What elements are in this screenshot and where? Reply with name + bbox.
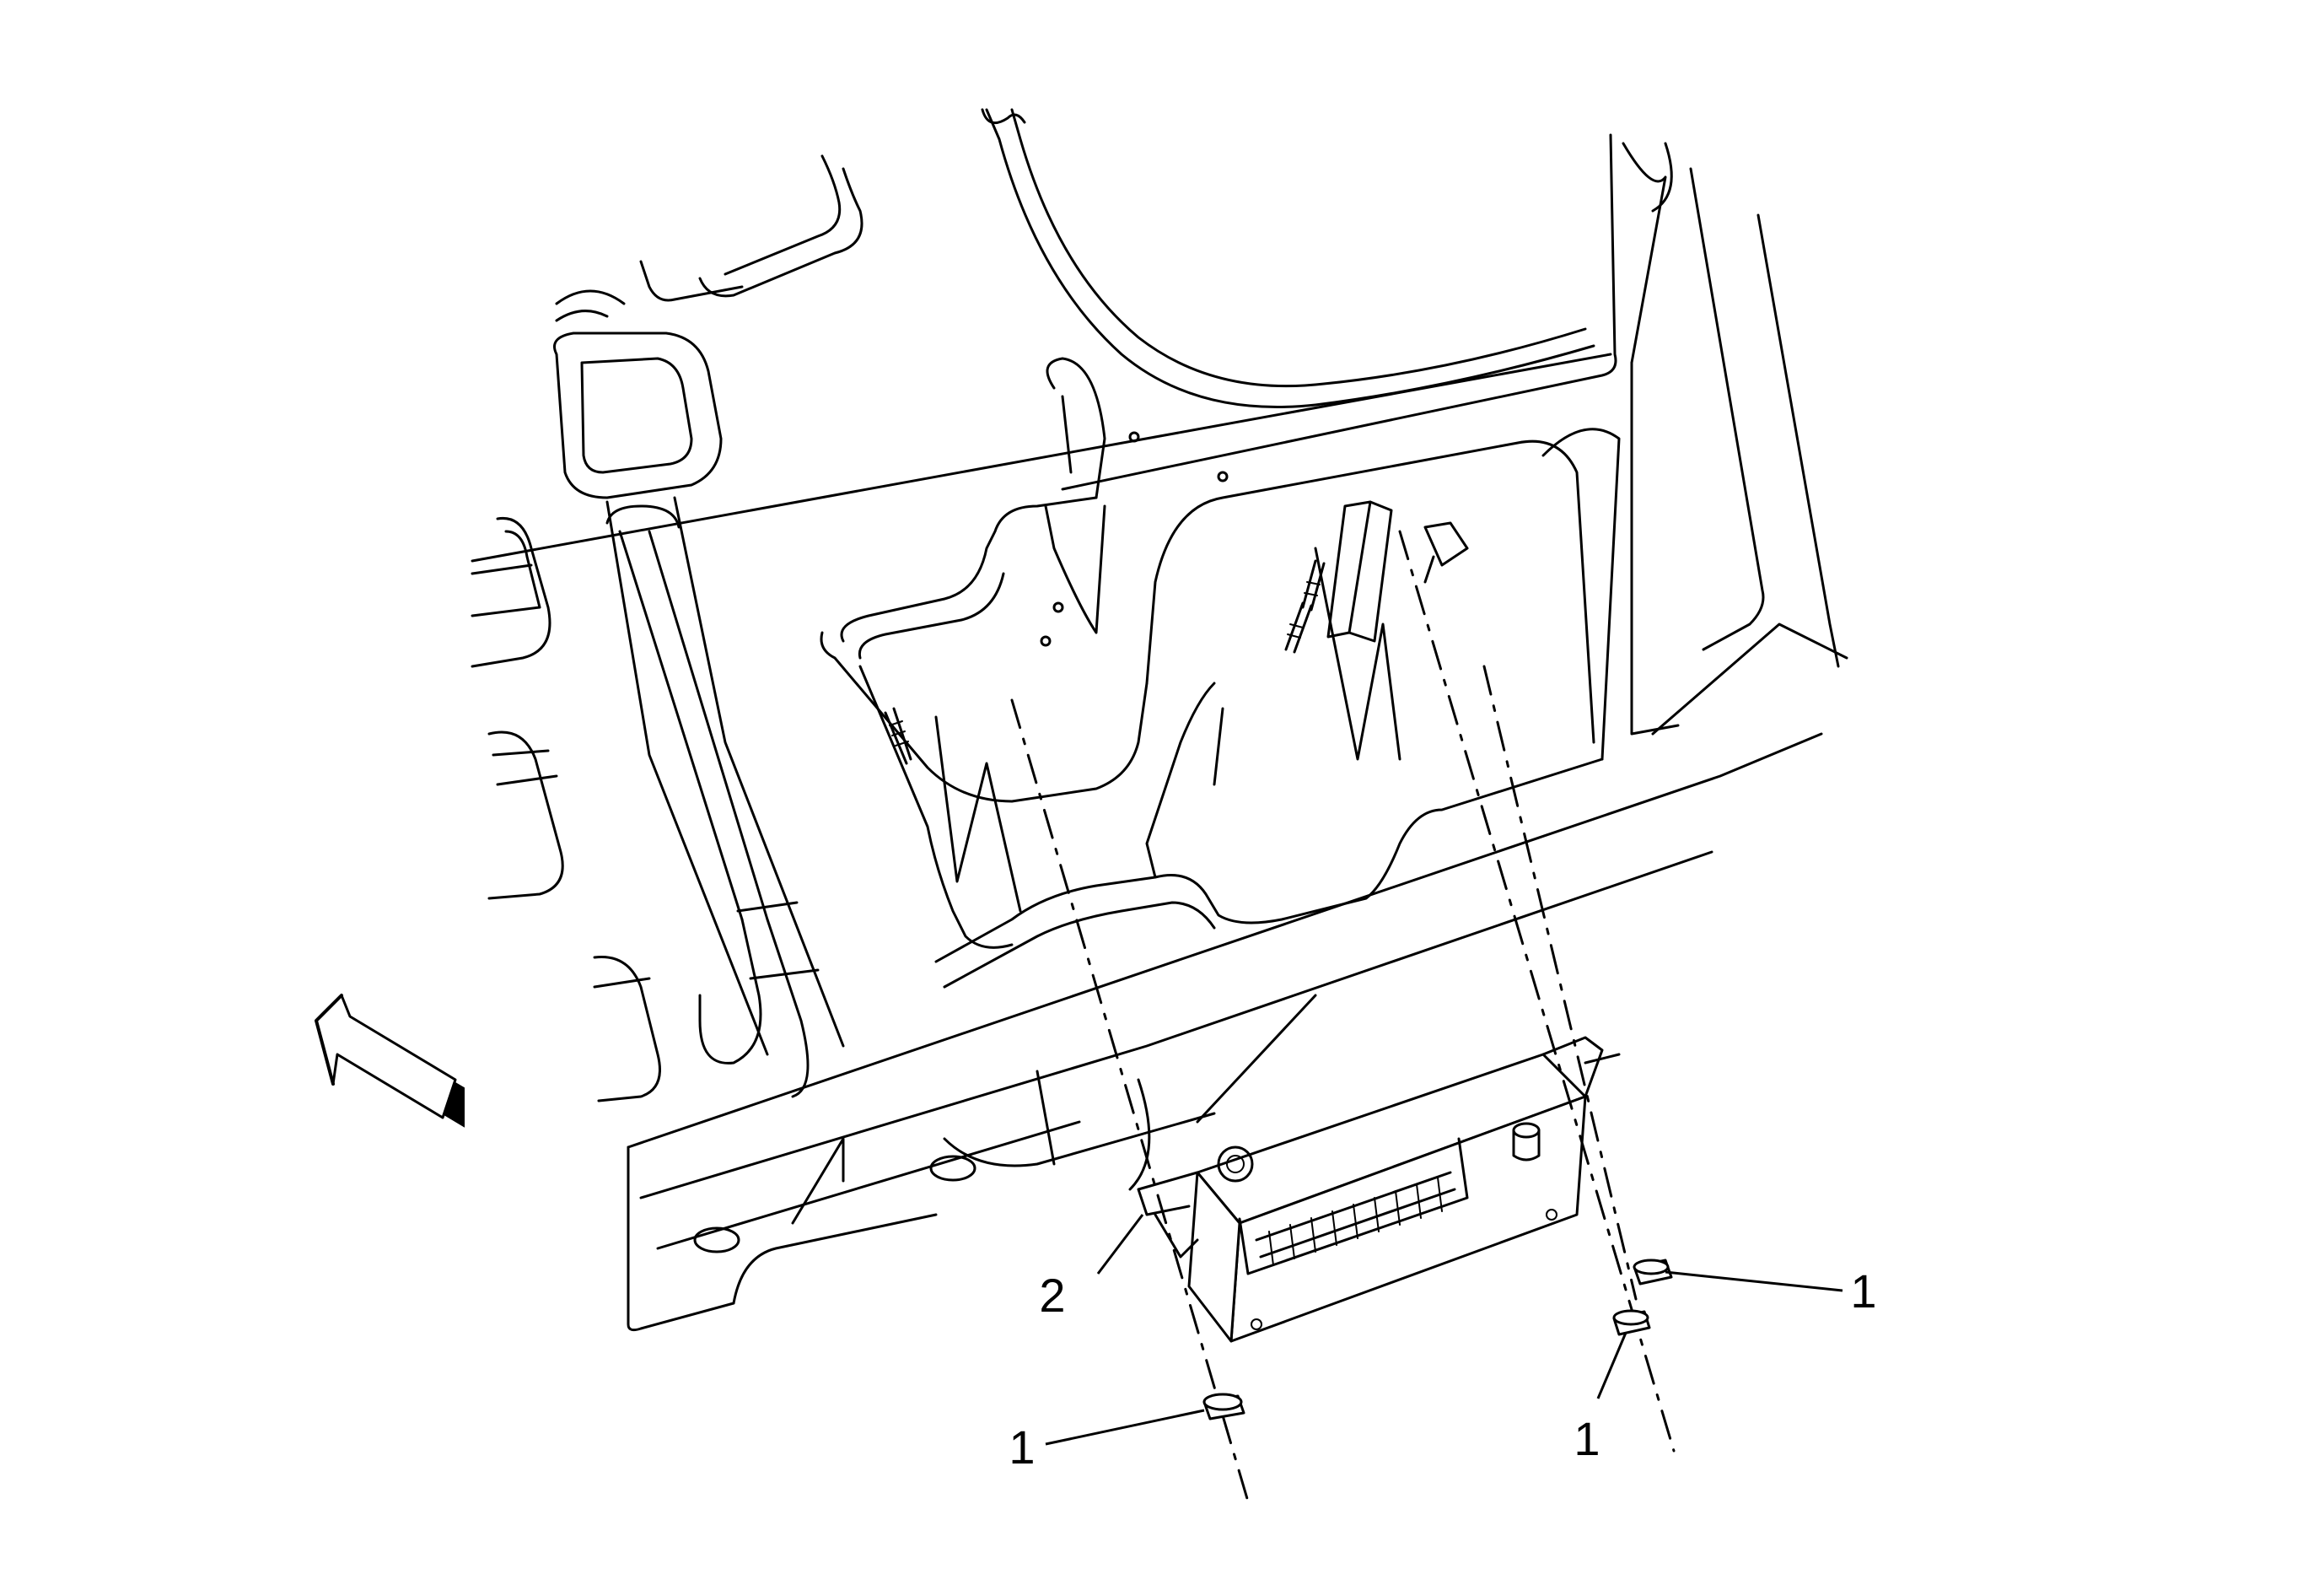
module-mounting-tray xyxy=(820,357,1621,989)
tray-bracket-slot xyxy=(1326,500,1469,643)
callout-fastener-bottom-left: 1 xyxy=(1009,1420,1035,1474)
seat-frame-left xyxy=(471,154,863,1102)
fastener-nut-bottom-left xyxy=(1202,1393,1245,1420)
body-panel-right xyxy=(1061,133,1848,736)
tray-break-marks xyxy=(934,547,1401,913)
tray-screws xyxy=(884,431,1326,765)
fastener-nut-right xyxy=(1633,1259,1673,1286)
upper-wiring-harness xyxy=(981,108,1595,408)
alignment-lines xyxy=(1010,530,1676,1503)
callout-fastener-bottom-right: 1 xyxy=(1574,1412,1600,1465)
callout-fastener-right: 1 xyxy=(1850,1264,1876,1318)
callout-leaders xyxy=(1045,1214,1843,1446)
callout-module-bracket: 2 xyxy=(1039,1269,1065,1322)
screw-left xyxy=(884,707,912,765)
fastener-nut-bottom-right xyxy=(1612,1309,1651,1336)
screw-middle xyxy=(1301,559,1326,612)
floor-frame-rail xyxy=(471,353,1823,1332)
front-direction-arrow-icon xyxy=(315,994,465,1128)
electronic-control-module xyxy=(1137,1036,1621,1343)
callout-labels: 1 1 1 2 xyxy=(1009,1264,1876,1474)
screw-middle-lower xyxy=(1284,601,1313,654)
